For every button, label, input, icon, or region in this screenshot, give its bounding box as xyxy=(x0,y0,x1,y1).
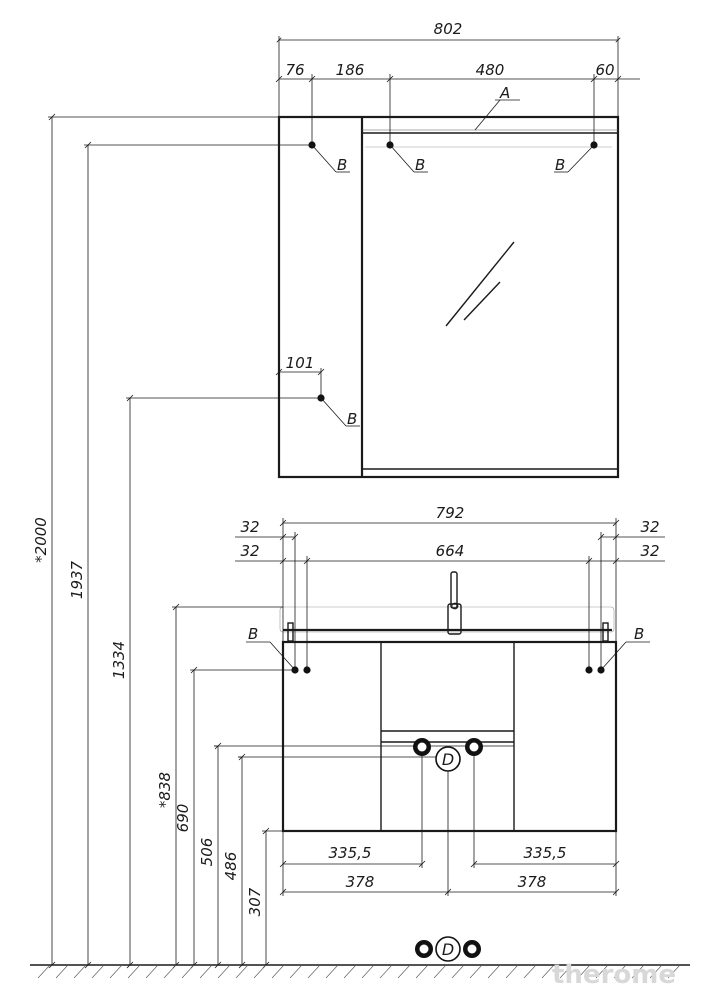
label-d-legend: D xyxy=(442,940,454,959)
vanity-unit xyxy=(279,571,618,833)
watermark-logo: therome xyxy=(552,960,676,990)
mount-points-vanity: B B xyxy=(246,625,650,674)
label-b-5: B xyxy=(248,625,258,643)
floor-line xyxy=(30,964,690,979)
dim-top-total: 802 xyxy=(276,20,621,117)
dim-vertical: *2000 1937 1334 *838 690 506 486 xyxy=(32,113,321,969)
dim-label-378-r: 378 xyxy=(518,873,547,891)
label-d-vanity: D xyxy=(442,750,454,769)
mirror-cabinet xyxy=(277,115,620,479)
dim-label-32-tl: 32 xyxy=(240,518,259,536)
dim-label-690: 690 xyxy=(174,804,192,833)
label-b-3: B xyxy=(555,156,565,174)
dim-label-1937: 1937 xyxy=(68,560,86,599)
label-a-text: A xyxy=(499,84,510,102)
label-b-1: B xyxy=(337,156,347,174)
label-a: A xyxy=(474,84,520,131)
dim-label-60: 60 xyxy=(595,61,614,79)
faucet xyxy=(450,571,458,609)
connections-legend: D xyxy=(415,936,481,962)
dim-top-segments: 76 186 480 60 xyxy=(275,61,640,145)
dim-label-32-tr: 32 xyxy=(640,518,659,536)
label-b-4: B xyxy=(347,410,357,428)
dim-label-101: 101 xyxy=(286,354,315,372)
dim-label-307: 307 xyxy=(246,887,264,916)
mount-point-lower: 101 B xyxy=(275,354,360,428)
legend-drain-icon xyxy=(435,936,461,962)
dim-vanity-widths: 792 32 32 32 664 32 xyxy=(235,504,665,670)
dim-bottom: 335,5 335,5 378 378 xyxy=(279,756,620,896)
dim-label-3355-r: 335,5 xyxy=(524,844,567,862)
dim-label-1334: 1334 xyxy=(110,641,128,679)
label-b-2: B xyxy=(415,156,425,174)
dim-label-792: 792 xyxy=(436,504,465,522)
dim-label-802: 802 xyxy=(434,20,463,38)
dim-label-664: 664 xyxy=(436,542,465,560)
dim-label-506: 506 xyxy=(198,838,216,867)
dim-label-480: 480 xyxy=(476,61,505,79)
dim-label-486: 486 xyxy=(222,852,240,881)
connections-vanity: D xyxy=(214,738,514,772)
dim-label-76: 76 xyxy=(285,61,304,79)
dim-label-838: *838 xyxy=(156,772,174,808)
dim-label-2000: *2000 xyxy=(32,517,50,563)
mirror-hatch xyxy=(445,241,515,327)
dim-label-32-br: 32 xyxy=(640,542,659,560)
dim-label-378-l: 378 xyxy=(346,873,375,891)
dim-label-186: 186 xyxy=(336,61,365,79)
dim-label-3355-l: 335,5 xyxy=(329,844,372,862)
label-b-6: B xyxy=(634,625,644,643)
mount-points-top: B B B xyxy=(308,141,598,174)
dim-label-32-bl: 32 xyxy=(240,542,259,560)
